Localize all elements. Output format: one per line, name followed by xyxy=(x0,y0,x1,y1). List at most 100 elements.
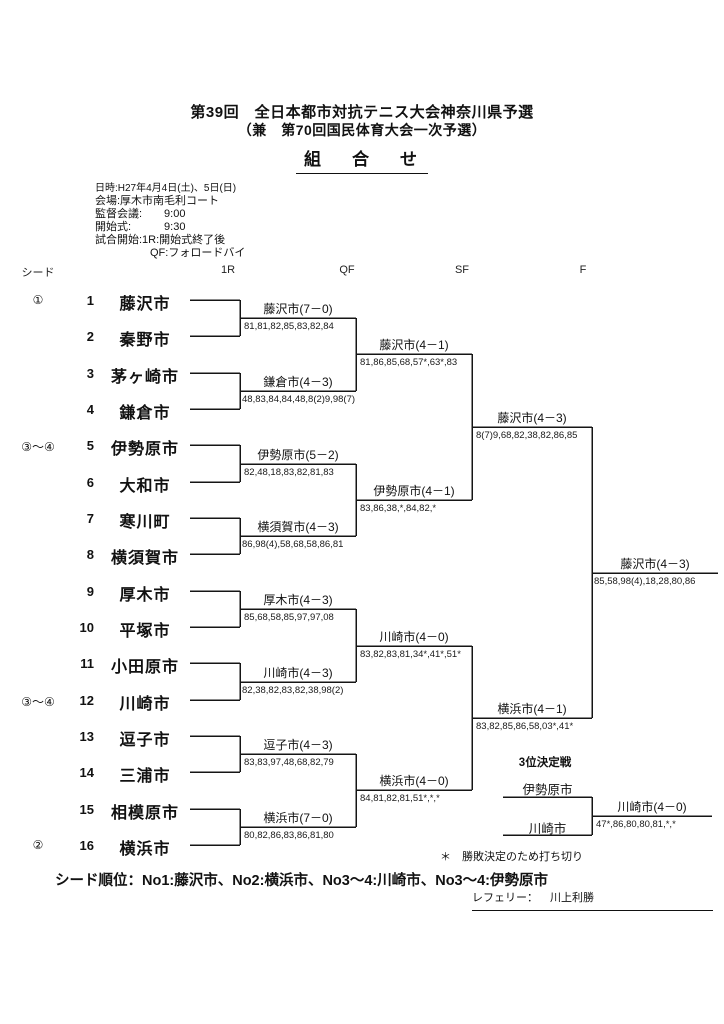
team-row: 8 横須賀市 xyxy=(0,544,240,567)
draw-number: 5 xyxy=(86,438,94,453)
team-name: 三浦市 xyxy=(119,768,171,785)
sf-scores: 8(7)9,68,82,38,82,86,85 xyxy=(476,430,578,441)
qf-scores: 83,82,83,81,34*,41*,51* xyxy=(360,649,461,660)
r1-scores: 81,81,82,85,83,82,84 xyxy=(244,321,334,332)
draw-number: 9 xyxy=(86,584,94,599)
team-name: 横須賀市 xyxy=(110,550,179,567)
info-meeting: 監督会議: 9:00 xyxy=(95,208,186,220)
r1-scores: 82,48,18,83,82,81,83 xyxy=(244,467,334,478)
third-place-scores: 47*,86,80,80,81,*,* xyxy=(596,819,676,830)
draw-number: 12 xyxy=(79,693,94,708)
drawsheet-heading-wrap: 組 合 せ xyxy=(0,145,724,174)
seed-mark: ③～④ xyxy=(21,695,55,709)
info-date: 日時:H27年4月4日(土)、5日(日) xyxy=(95,183,237,194)
team-name: 秦野市 xyxy=(119,332,171,349)
team-row: 9 厚木市 xyxy=(0,581,240,604)
qf-scores: 83,86,38,*,84,82,* xyxy=(360,503,437,514)
r1-winner: 横須賀市(4－3) xyxy=(257,520,339,534)
draw-number: 1 xyxy=(86,293,94,308)
qf-scores: 81,86,85,68,57*,63*,83 xyxy=(360,357,458,368)
team-row: ③～④ 12 川崎市 xyxy=(0,690,240,713)
team-name: 平塚市 xyxy=(119,623,171,640)
team-row: ③～④ 5 伊勢原市 xyxy=(0,435,240,458)
r1-winner: 伊勢原市(5－2) xyxy=(257,448,339,462)
team-row: 14 三浦市 xyxy=(0,762,240,785)
info-venue: 会場:厚木市南毛利コート xyxy=(95,195,220,207)
tournament-subtitle: （兼 第70回国民体育大会一次予選） xyxy=(237,122,487,138)
r1-scores: 82,38,82,83,82,38,98(2) xyxy=(242,685,344,696)
draw-number: 16 xyxy=(79,838,94,853)
draw-number: 6 xyxy=(86,475,94,490)
team-row: 6 大和市 xyxy=(0,472,240,495)
draw-number: 10 xyxy=(79,620,94,635)
qf-winner: 川崎市(4－0) xyxy=(379,630,449,644)
column-header-1r: 1R xyxy=(220,264,236,276)
r1-scores: 48,83,84,84,48,8(2)9,98(7) xyxy=(242,394,356,405)
info-start-1r: 試合開始:1R:開始式終了後 xyxy=(95,234,226,246)
third-place-title: 3位決定戦 xyxy=(518,757,572,769)
sf-winner: 横浜市(4－1) xyxy=(497,702,567,716)
seed-order-line: シード順位：No1:藤沢市、No2:横浜市、No3～4:川崎市、No3～4:伊勢… xyxy=(55,873,549,889)
column-header-seed: シード xyxy=(21,267,55,279)
team-row: ② 16 横浜市 xyxy=(0,835,240,858)
team-name: 厚木市 xyxy=(119,587,171,604)
tournament-title: 第39回 全日本都市対抗テニス大会神奈川県予選 xyxy=(190,104,534,121)
team-row: 15 相模原市 xyxy=(0,799,240,822)
qf-winner: 横浜市(4－0) xyxy=(379,774,449,788)
referee-label: レフェリー： xyxy=(472,892,538,904)
seed-mark: ③～④ xyxy=(21,440,55,454)
column-header-sf: SF xyxy=(454,264,470,276)
team-name: 横浜市 xyxy=(119,841,171,858)
r1-winner: 厚木市(4－3) xyxy=(263,593,333,607)
asterisk-note: ＊ 勝敗決定のため打ち切り xyxy=(440,851,583,863)
qf-winner: 伊勢原市(4－1) xyxy=(373,484,455,498)
seed-mark: ① xyxy=(32,293,44,307)
r1-winner: 逗子市(4－3) xyxy=(263,738,333,752)
r1-winner: 横浜市(7－0) xyxy=(263,811,333,825)
r1-scores: 85,68,58,85,97,97,08 xyxy=(244,612,334,623)
drawsheet-heading: 組 合 せ xyxy=(296,145,428,174)
column-header-qf: QF xyxy=(339,264,355,276)
column-header-f: F xyxy=(579,264,587,276)
r1-scores: 86,98(4),58,68,58,86,81 xyxy=(242,539,344,550)
draw-number: 2 xyxy=(86,329,94,344)
referee-line: レフェリー： 川上利勝 xyxy=(472,889,713,911)
team-row: 11 小田原市 xyxy=(0,653,240,676)
r1-winner: 川崎市(4－3) xyxy=(263,666,333,680)
draw-number: 11 xyxy=(80,656,94,671)
team-name: 大和市 xyxy=(119,478,171,495)
sf-winner: 藤沢市(4－3) xyxy=(497,411,567,425)
sf-scores: 83,82,85,86,58,03*,41* xyxy=(476,721,574,732)
team-name: 川崎市 xyxy=(119,696,171,713)
team-row: 4 鎌倉市 xyxy=(0,399,240,422)
third-place-winner: 川崎市(4－0) xyxy=(617,800,687,814)
r1-winner: 藤沢市(7－0) xyxy=(263,302,333,316)
team-name: 小田原市 xyxy=(110,659,179,676)
draw-number: 3 xyxy=(86,366,94,381)
final-scores: 85,58,98(4),18,28,80,86 xyxy=(594,576,696,587)
team-name: 伊勢原市 xyxy=(110,441,179,458)
referee-name: 川上利勝 xyxy=(550,892,594,904)
team-name: 逗子市 xyxy=(119,732,171,749)
draw-number: 15 xyxy=(79,802,94,817)
draw-number: 4 xyxy=(86,402,94,417)
team-name: 鎌倉市 xyxy=(119,405,171,422)
third-place-team-top: 伊勢原市 xyxy=(522,783,573,797)
qf-winner: 藤沢市(4－1) xyxy=(379,338,449,352)
info-start-qf: QF:フォロードバイ xyxy=(95,247,246,259)
team-name: 相模原市 xyxy=(110,805,179,822)
team-name: 寒川町 xyxy=(119,514,171,531)
team-row: 10 平塚市 xyxy=(0,617,240,640)
draw-number: 14 xyxy=(79,765,94,780)
seed-mark: ② xyxy=(32,838,44,852)
team-row: 7 寒川町 xyxy=(0,508,240,531)
team-row: ① 1 藤沢市 xyxy=(0,290,240,313)
draw-number: 7 xyxy=(86,511,94,526)
third-place-team-bottom: 川崎市 xyxy=(528,822,567,836)
qf-scores: 84,81,82,81,51*,*,* xyxy=(360,793,440,804)
team-name: 茅ヶ崎市 xyxy=(110,369,179,386)
r1-scores: 80,82,86,83,86,81,80 xyxy=(244,830,334,841)
team-row: 2 秦野市 xyxy=(0,326,240,349)
